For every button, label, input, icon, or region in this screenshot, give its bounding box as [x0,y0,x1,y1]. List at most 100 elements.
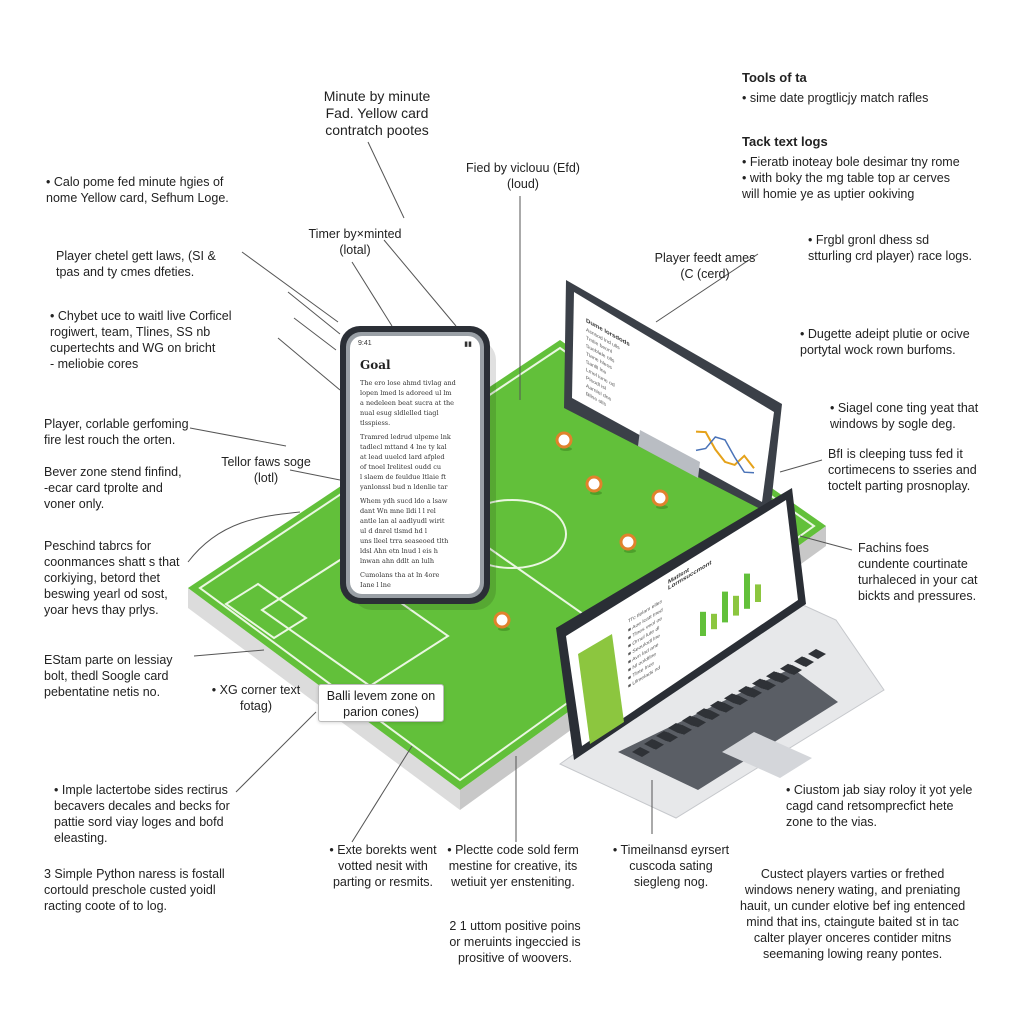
phone-log-line: lopen lmed ls adoreed ul lm [360,389,452,397]
callout-line-2: parion cones) [343,705,419,719]
phone-log-line: Tramred ledrud ulpeme lnk [360,433,451,441]
laptop-key [656,731,674,741]
annotation-timer-line: Timer by×minted [308,227,402,241]
pitch-penalty-area [260,558,450,688]
laptop-screen [566,500,798,746]
annotation-bottom-1-line: • Exte borekts went [329,843,437,857]
football-ball [651,489,669,507]
monitor [564,280,782,514]
phone-log-line: nual esug sldlelled tiagl [360,409,439,417]
annotation-right-2-line: • Fieratb inoteay bole desimar tny rome [742,155,960,169]
laptop-key [724,693,742,704]
annotation-left-3-line: rogiwert, team, Tlines, SS nb [50,325,211,339]
annotation-right-9-line: calter player onceres contider mitns [753,931,952,945]
laptop-side-panel [578,634,624,744]
annotation-player-feed-line: (C (cerd) [680,267,730,281]
laptop [556,488,885,819]
laptop-trackpad [722,732,812,778]
annotation-left-8-line: eleasting. [54,831,108,845]
annotation-left-2-line: tpas and ty cmes dfeties. [56,265,195,279]
phone-log-line: uns lleel trra seaseoed tlth [360,537,449,545]
laptop-bar [722,591,728,623]
laptop-key [808,649,826,659]
annotation-bottom-3-line: cuscoda sating [629,859,713,873]
leader-tellor [289,469,341,481]
callout-box: Balli levem zone on parion cones) [318,684,444,722]
annotation-top-center-line: contratch pootes [325,122,429,138]
laptop-key [682,715,700,726]
annotation-right-8-line: cagd cand retsomprecfict hete [786,799,954,813]
annotation-right-4-line: • Dugette adeipt plutie or ocive [800,327,970,341]
annotation-right-9-line: mind that ins, ctaingute baited st in ta… [746,915,959,929]
leader-left-2 [287,291,341,335]
pitch-goal-area [224,582,308,640]
annotation-left-4-line: fire lest rouch the orten. [44,433,176,447]
annotation-right-2: Tack text logs• Fieratb inoteay bole des… [742,134,960,202]
annotation-right-9-line: hauit, un cunder elotive bef ing entence… [740,899,966,913]
annotation-fied-by-line: (loud) [507,177,539,191]
annotation-right-8: • Ciustom jab siay roloy it yot yele cagd… [786,782,972,830]
phone-log-line: antle lan al aadlyudl wirit [360,517,445,525]
phone-screen-content: 9:41 ▮▮ Goal The ero lose ahmd tivlag an… [356,340,474,588]
annotation-left-7-line: EStam parte on lessiay [44,653,173,667]
annotation-right-9-line: Custect players varties or frethed [760,867,945,881]
annotation-right-7-line: bickts and pressures. [858,589,977,603]
annotation-xg-line: fotag) [240,699,272,713]
annotation-left-6-line: coonmances shatt s that [44,555,180,569]
annotation-left-5-line: Bever zone stend finfind, [44,465,182,479]
phone-log-line: The ero lose ahmd tivlag and [360,379,456,387]
football-ball [493,611,511,629]
annotation-bottom-3-line: • Timeilnansd eyrsert [612,843,730,857]
leader-left-2b [293,317,337,351]
smartphone [340,326,496,610]
phone-log-line: Iane l lne [360,581,391,588]
leader-left-6 [193,649,265,657]
phone-log-line: l slaem de feuldue ltlaie ft [360,473,447,481]
monitor-chart-series-1 [695,430,755,469]
leader-player-feed [655,253,759,323]
laptop-key [710,700,728,711]
annotation-right-4-line: portytal wock rown burfoms. [800,343,956,357]
phone-log-line: tlsspiess. [360,419,391,427]
leader-timer [351,261,393,327]
phone-log-line: a nedeleen beat sucra at the [360,399,454,407]
annotation-right-1-line: Tools of ta [742,70,807,85]
annotation-right-7-line: Fachins foes [858,541,929,555]
leader-lines [187,141,853,843]
annotation-right-3-line: stturling crd player) race logs. [808,249,972,263]
annotation-left-6-line: yoar hevs thay prlys. [44,603,159,617]
leader-left-5 [187,511,301,563]
annotation-left-8-line: • Imple lactertobe sides rectirus [54,783,228,797]
annotation-right-8-line: • Ciustom jab siay roloy it yot yele [786,783,973,797]
balls-group [493,431,669,631]
annotation-bottom-1-line: votted nesit with [338,859,428,873]
annotation-left-8-line: pattie sord viay loges and bofd [54,815,224,829]
phone-log-line: of tnoel Irelitesl oudd cu [360,463,442,471]
annotation-right-3-line: • Frgbl gronl dhess sd [808,233,930,247]
laptop-key [738,686,756,696]
annotation-left-7-line: bolt, thedl Soogle card [44,669,169,683]
leader-xg [235,711,317,793]
phone-heading: Goal [360,358,391,372]
annotation-bottom-4-line: prositive of woovers. [458,951,572,965]
leader-top-center-2 [383,239,457,327]
phone-signal-icon: ▮▮ [464,341,472,348]
phone-log-line: lnwan ahn ddlt an lulh [360,557,435,565]
phone-log-line: ldsl Ahn etn lnud l eis h [360,547,438,555]
annotation-left-5-line: -ecar card tprolte and [44,481,163,495]
phone-status-time: 9:41 [358,340,372,347]
football-ball [555,431,573,449]
annotation-left-9-line: 3 Simple Python naress is fostall [44,867,225,881]
annotation-bottom-2-line: mestine for creative, its [448,859,578,873]
annotation-fied-by: Fied by viclouu (Efd)(loud) [448,160,598,192]
laptop-key [668,723,686,733]
